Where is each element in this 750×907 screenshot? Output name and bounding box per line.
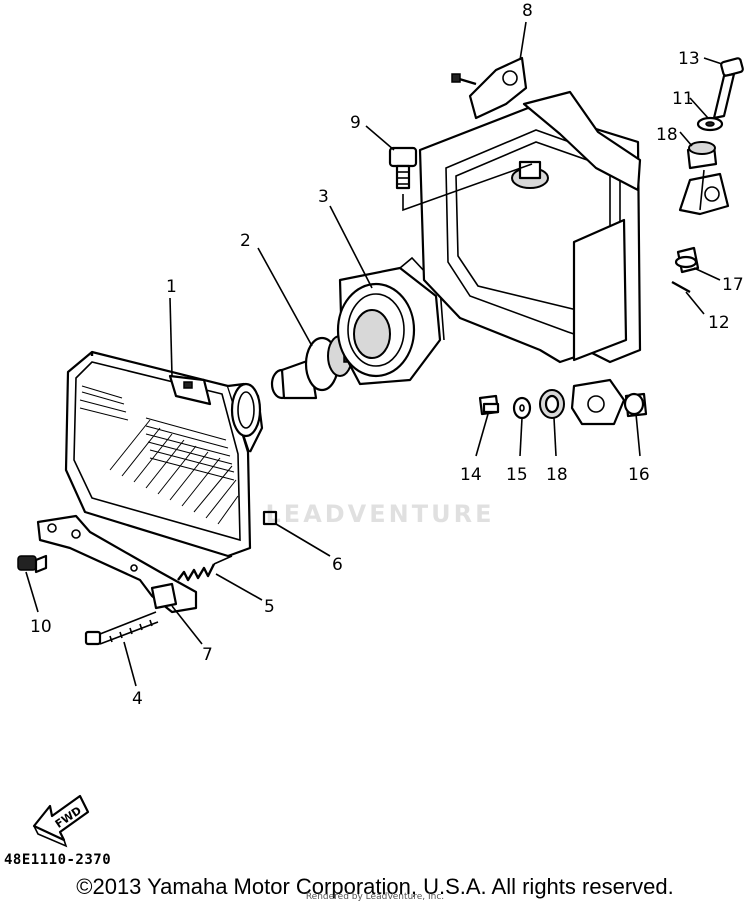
watermark: LEADVENTURE <box>265 500 495 528</box>
callout-11: 11 <box>672 89 694 109</box>
small-parts-row <box>478 389 648 420</box>
callout-16: 16 <box>628 465 650 485</box>
screw-4 <box>84 611 159 646</box>
callout-2: 2 <box>240 231 251 251</box>
callout-18-upper: 18 <box>656 125 678 145</box>
screw-10 <box>17 554 48 574</box>
callout-8: 8 <box>522 1 533 21</box>
pin-12 <box>671 280 691 294</box>
callout-5: 5 <box>264 597 275 617</box>
callout-13: 13 <box>678 49 700 69</box>
bolt-9 <box>388 146 533 212</box>
lower-bracket <box>36 514 198 614</box>
callout-6: 6 <box>332 555 343 575</box>
callout-14: 14 <box>460 465 482 485</box>
callout-1: 1 <box>166 277 177 297</box>
spring-5 <box>177 555 233 582</box>
callout-18-lower: 18 <box>546 465 568 485</box>
bolt-13-stack <box>686 57 744 211</box>
collar-17 <box>674 246 700 274</box>
callout-10: 10 <box>30 617 52 637</box>
callout-3: 3 <box>318 187 329 207</box>
rendered-by-text: Rendered by LeadVenture, Inc. <box>305 892 445 902</box>
nut-6 <box>262 510 278 526</box>
part-code: 48E1110-2370 <box>4 852 112 868</box>
callout-12: 12 <box>708 313 730 333</box>
callout-17: 17 <box>722 275 744 295</box>
headlight-bracket <box>418 56 730 426</box>
callout-7: 7 <box>202 645 213 665</box>
bulb-cover <box>336 256 445 386</box>
callout-4: 4 <box>132 689 143 709</box>
callout-15: 15 <box>506 465 528 485</box>
leader-lines <box>25 21 723 687</box>
fwd-arrow: FWD <box>32 794 90 848</box>
copyright-text: ©2013 Yamaha Motor Corporation, U.S.A. A… <box>76 874 674 899</box>
callout-9: 9 <box>350 113 361 133</box>
headlight-unit <box>64 350 264 558</box>
callout-numbers: 1 2 3 4 5 6 7 8 9 10 11 12 13 14 15 16 1… <box>30 1 744 709</box>
